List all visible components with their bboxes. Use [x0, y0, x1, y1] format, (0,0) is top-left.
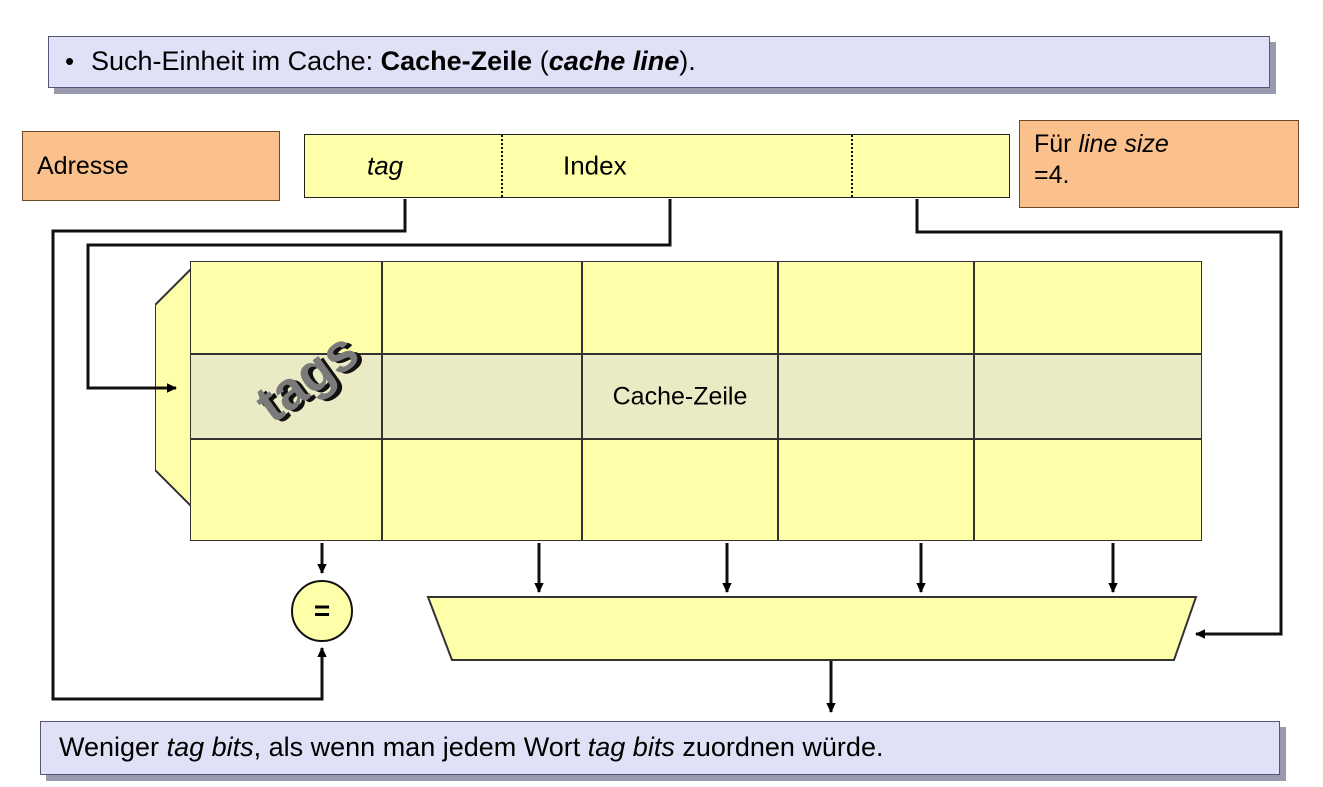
top-note-part3: ( — [532, 46, 549, 77]
output-multiplexer — [426, 596, 1198, 661]
field-divider-tag-index — [501, 135, 503, 197]
cache-cell — [778, 439, 974, 541]
wire-offset-to-mux — [915, 199, 1283, 639]
address-field-strip: tag Index — [304, 134, 1010, 198]
cache-cell — [974, 439, 1202, 541]
bottom-note-part4: tag bits — [587, 732, 675, 763]
wire-index-to-decoder — [86, 199, 672, 393]
cache-cell-highlighted: Cache-Zeile — [582, 354, 778, 439]
top-note-part1: Such-Einheit im Cache: — [91, 46, 381, 77]
cache-cell — [582, 261, 778, 354]
address-label: Adresse — [37, 151, 129, 180]
top-note-box: • Such-Einheit im Cache: Cache-Zeile (cac… — [48, 36, 1270, 88]
bottom-note-part2: tag bits — [166, 732, 254, 763]
note-part2: line size — [1078, 130, 1169, 158]
cache-cell — [190, 261, 382, 354]
line-size-note-text: Für line size =4. — [1034, 130, 1169, 189]
wire-tag-to-comparator — [51, 199, 407, 701]
note-part3: =4. — [1034, 160, 1070, 189]
line-size-note-box: Für line size =4. — [1019, 120, 1299, 208]
top-note-text: • Such-Einheit im Cache: Cache-Zeile (cac… — [65, 46, 696, 77]
address-field-tag-label: tag — [367, 150, 404, 181]
address-field-index-label: Index — [563, 150, 627, 181]
bottom-note-part5: zuordnen würde. — [674, 732, 884, 763]
bottom-note-box: Weniger tag bits, als wenn man jedem Wor… — [40, 721, 1280, 775]
note-part1: Für — [1034, 130, 1079, 158]
bullet-glyph: • — [65, 46, 75, 77]
cache-cell — [382, 439, 582, 541]
cache-cell — [778, 261, 974, 354]
bottom-note-part1: Weniger — [59, 732, 167, 763]
cache-cell-highlighted — [974, 354, 1202, 439]
cache-cell — [190, 439, 382, 541]
bottom-note-text: Weniger tag bits, als wenn man jedem Wor… — [59, 732, 883, 763]
address-label-box: Adresse — [22, 131, 280, 201]
cache-cell — [582, 439, 778, 541]
cache-cell-highlighted — [382, 354, 582, 439]
cache-array: Cache-Zeile — [190, 261, 1202, 541]
field-divider-index-offset — [851, 135, 853, 197]
top-note-part4: cache line — [548, 46, 680, 77]
cache-cell — [382, 261, 582, 354]
tag-comparator: = — [291, 580, 353, 642]
cache-cell — [974, 261, 1202, 354]
cache-line-label: Cache-Zeile — [612, 382, 748, 410]
cache-cell-highlighted — [778, 354, 974, 439]
comparator-equals-symbol: = — [313, 595, 331, 626]
cache-cell-highlighted — [190, 354, 382, 439]
bottom-note-part3: , als wenn man jedem Wort — [253, 732, 588, 763]
top-note-part5: ). — [679, 46, 696, 77]
top-note-part2: Cache-Zeile — [380, 46, 533, 77]
